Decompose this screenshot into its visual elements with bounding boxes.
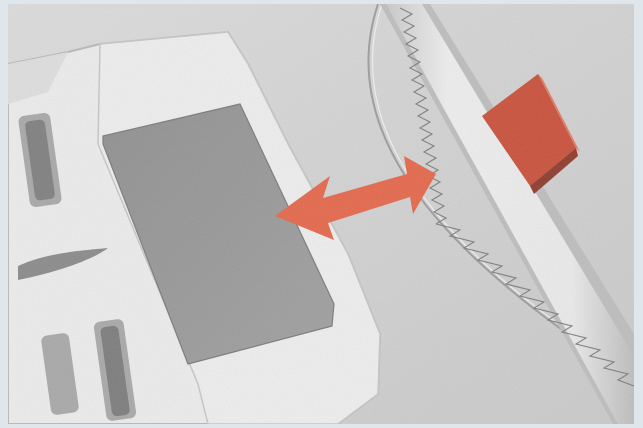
micrograph-photo: [8, 4, 634, 424]
